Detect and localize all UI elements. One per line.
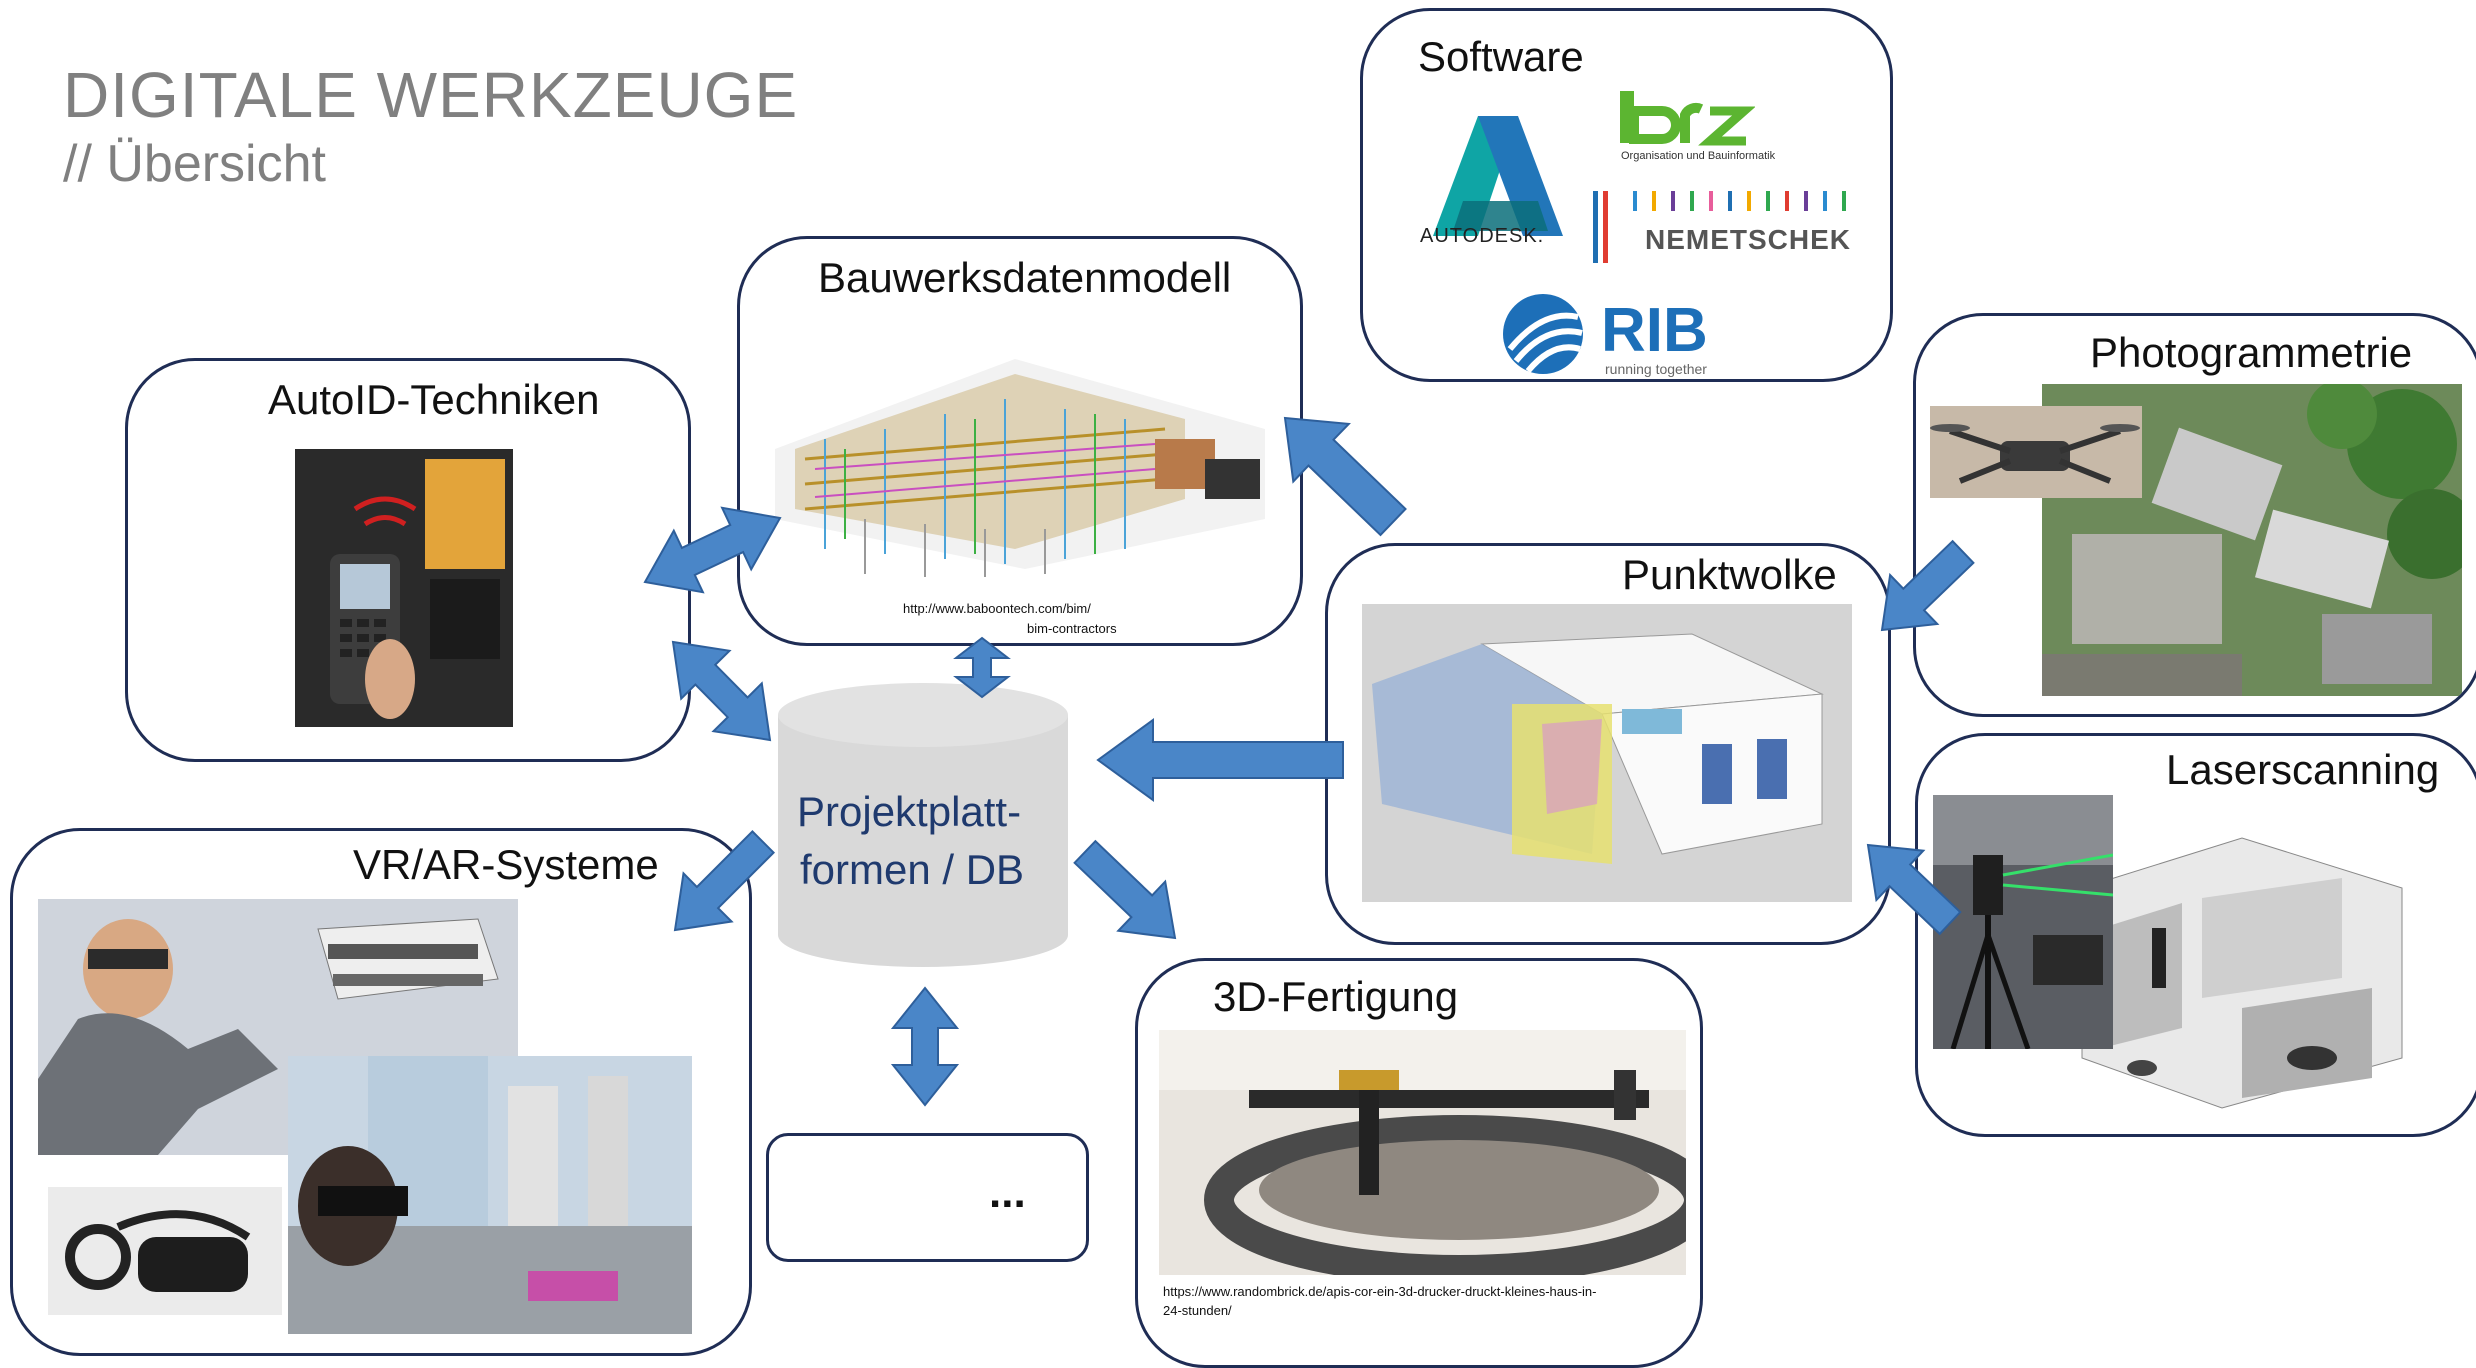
autodesk-logo xyxy=(1433,116,1563,236)
bim-label: Bauwerksdatenmodell xyxy=(818,254,1232,301)
arrow-autoid-bim xyxy=(643,506,782,594)
bim-source-line1: http://www.baboontech.com/bim/ xyxy=(903,601,1091,616)
laserscanning-label: Laserscanning xyxy=(2166,746,2440,793)
arrow-laser-punktwolke xyxy=(1866,843,1962,936)
nemetschek-bar xyxy=(1709,191,1713,211)
bim-box: Bauwerksdatenmodell http://www.baboontec… xyxy=(737,236,1303,646)
rfid-scanner-image xyxy=(295,449,513,727)
laserscanning-box: Laserscanning xyxy=(1915,733,2476,1137)
vrar-label: VR/AR-Systeme xyxy=(353,841,659,888)
more-box: ... xyxy=(766,1133,1089,1262)
bim-source-line2: bim-contractors xyxy=(1027,621,1117,636)
software-label: Software xyxy=(1418,33,1584,80)
software-box: Software AUTODESK. Organisation und Baui… xyxy=(1360,8,1893,382)
drone-image xyxy=(1930,406,2142,498)
more-label: ... xyxy=(989,1168,1026,1217)
3d-printer-image xyxy=(1159,1030,1686,1275)
brz-subtitle: Organisation und Bauinformatik xyxy=(1621,150,1776,162)
autodesk-wordmark: AUTODESK. xyxy=(1420,225,1545,247)
vr-building-interior-image xyxy=(288,1056,692,1334)
arrow-autoid-db xyxy=(671,640,772,742)
arrow-software-bim xyxy=(1283,416,1407,537)
nemetschek-bar xyxy=(1690,191,1694,211)
aerial-photo-image xyxy=(2042,384,2462,696)
nemetschek-bar xyxy=(1603,191,1608,263)
nemetschek-bar xyxy=(1652,191,1656,211)
db-label-line2: formen / DB xyxy=(800,846,1025,893)
arrow-punktwolke-db xyxy=(1096,718,1344,802)
arrow-bim-db xyxy=(953,636,1011,699)
photogrammetrie-label: Photogrammetrie xyxy=(2090,329,2413,376)
photogrammetrie-box: Photogrammetrie xyxy=(1913,313,2476,717)
laser-scanner-image xyxy=(1933,795,2113,1049)
punktwolke-label: Punktwolke xyxy=(1622,551,1837,598)
nemetschek-bar xyxy=(1842,191,1846,211)
fertigung-label: 3D-Fertigung xyxy=(1213,973,1459,1020)
nemetschek-bar xyxy=(1747,191,1751,211)
point-cloud-image xyxy=(1362,604,1852,902)
brz-logo xyxy=(1620,91,1755,146)
nemetschek-bar xyxy=(1785,191,1789,211)
nemetschek-bar xyxy=(1671,191,1675,211)
punktwolke-box: Punktwolke xyxy=(1325,543,1891,945)
oculus-headset-image xyxy=(48,1187,282,1315)
rib-tagline: running together xyxy=(1605,361,1707,377)
db-label-line1: Projektplatt- xyxy=(797,788,1022,835)
nemetschek-bar xyxy=(1766,191,1770,211)
page-title: DIGITALE WERKZEUGE xyxy=(63,59,799,131)
autoid-label: AutoID-Techniken xyxy=(268,376,600,423)
nemetschek-logo xyxy=(1593,191,1846,263)
nemetschek-bar xyxy=(1633,191,1637,211)
rib-wordmark: RIB xyxy=(1601,296,1708,365)
arrow-db-fertigung xyxy=(1073,839,1177,940)
bim-model-image xyxy=(775,359,1265,577)
arrow-photo-punktwolke xyxy=(1880,539,1975,632)
nemetschek-bar xyxy=(1593,191,1598,263)
nemetschek-bar xyxy=(1804,191,1808,211)
arrow-db-more xyxy=(890,986,960,1107)
rib-logo xyxy=(1503,294,1583,374)
nemetschek-wordmark: NEMETSCHEK xyxy=(1645,224,1852,255)
fertigung-source-line2: 24-stunden/ xyxy=(1163,1303,1232,1318)
fertigung-box: 3D-Fertigung https://www.randombrick.de/… xyxy=(1135,958,1703,1368)
page-subtitle: // Übersicht xyxy=(63,135,326,193)
nemetschek-bar xyxy=(1823,191,1827,211)
vrar-box: VR/AR-Systeme xyxy=(10,828,752,1356)
nemetschek-bar xyxy=(1728,191,1732,211)
arrow-db-vrar xyxy=(673,829,776,932)
fertigung-source-line1: https://www.randombrick.de/apis-cor-ein-… xyxy=(1163,1284,1597,1299)
